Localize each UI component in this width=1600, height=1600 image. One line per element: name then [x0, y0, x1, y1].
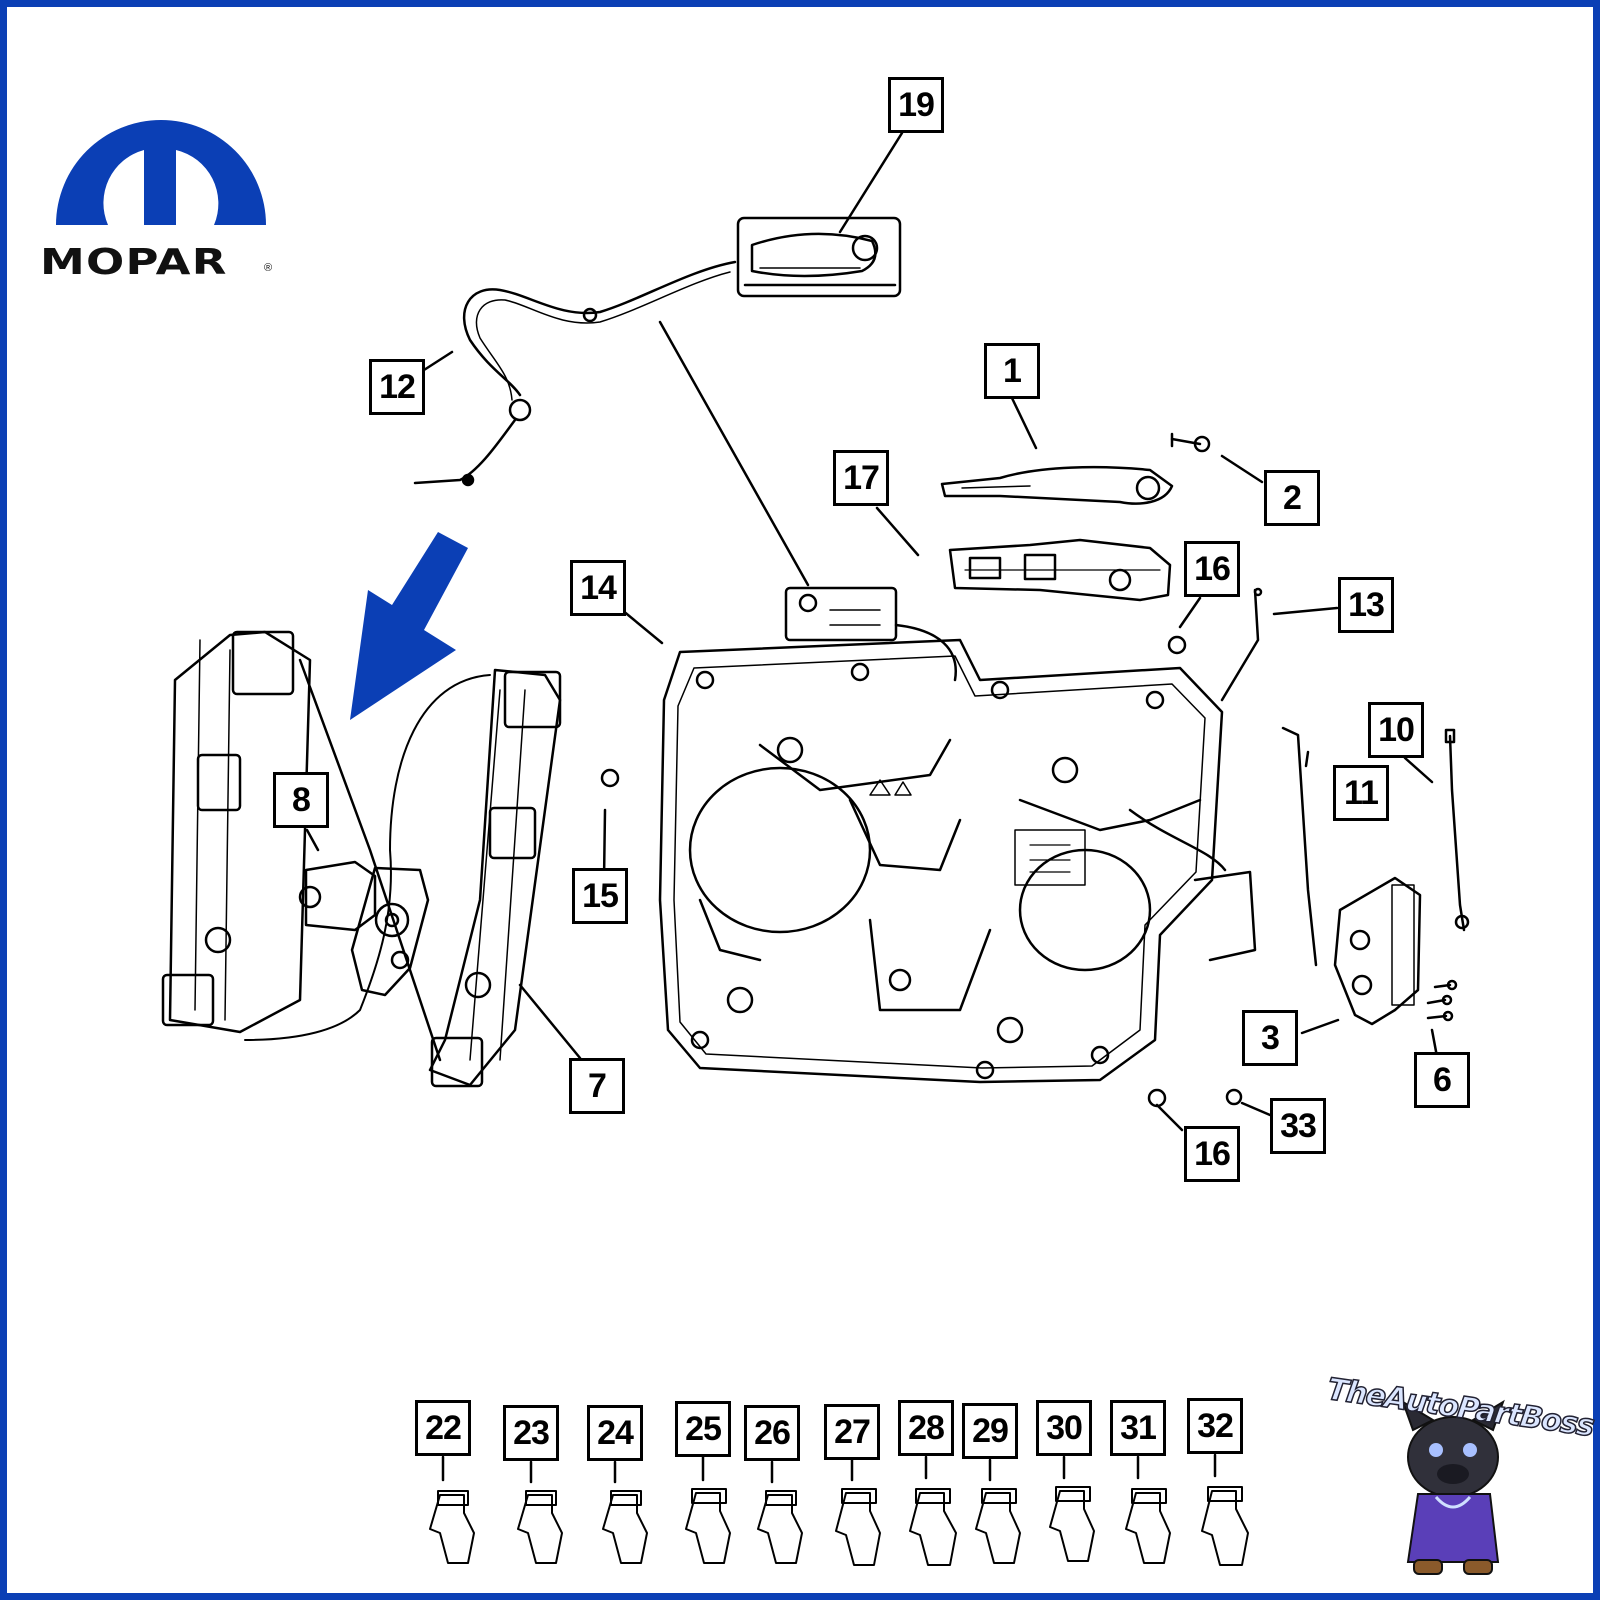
interior-door-handle [736, 216, 902, 298]
callout-30: 30 [1036, 1400, 1092, 1456]
callout-26: 26 [744, 1405, 800, 1461]
callout-17: 17 [833, 450, 889, 506]
window-motor [298, 860, 430, 997]
highlight-arrow [350, 532, 468, 720]
callout-19: 19 [888, 77, 944, 133]
handle-cable [413, 260, 737, 487]
switch-module [784, 586, 957, 682]
latch-rod [1444, 728, 1470, 932]
callout-23: 23 [503, 1405, 559, 1461]
callout-6: 6 [1414, 1052, 1470, 1108]
brand-wordmark: MOPAR [40, 242, 228, 283]
leader-lines [305, 131, 1440, 1484]
callout-10: 10 [1368, 702, 1424, 758]
link-rod [1281, 726, 1318, 967]
mopar-logo [56, 120, 266, 225]
latch-screws [1426, 979, 1458, 1022]
callout-32: 32 [1187, 1398, 1243, 1454]
callout-14: 14 [570, 560, 626, 616]
door-latch [1333, 876, 1422, 1026]
nut-16-upper [1167, 635, 1187, 655]
nut-33 [1225, 1088, 1243, 1106]
callout-2: 2 [1264, 470, 1320, 526]
callout-1: 1 [984, 343, 1040, 399]
callout-24: 24 [587, 1405, 643, 1461]
callout-33: 33 [1270, 1098, 1326, 1154]
nut-15 [600, 768, 620, 788]
callout-12: 12 [369, 359, 425, 415]
watermark-mascot [1401, 1399, 1505, 1575]
callout-15: 15 [572, 868, 628, 924]
registered-mark: ® [264, 262, 273, 274]
door-module-panel [658, 638, 1257, 1084]
callout-29: 29 [962, 1403, 1018, 1459]
exterior-door-handle [940, 465, 1174, 505]
callout-31: 31 [1110, 1400, 1166, 1456]
nut-16-lower [1147, 1088, 1167, 1108]
handle-bracket [948, 538, 1172, 602]
callout-11: 11 [1333, 765, 1389, 821]
callout-27: 27 [824, 1404, 880, 1460]
callout-16-lower: 16 [1184, 1126, 1240, 1182]
window-regulator [161, 630, 562, 1088]
callout-16-upper: 16 [1184, 541, 1240, 597]
trim-clips [429, 1486, 1249, 1566]
callout-7: 7 [569, 1058, 625, 1114]
callout-22: 22 [415, 1400, 471, 1456]
callout-13: 13 [1338, 577, 1394, 633]
callout-3: 3 [1242, 1010, 1298, 1066]
lock-rod [1220, 587, 1263, 702]
callout-28: 28 [898, 1400, 954, 1456]
handle-screw [1170, 432, 1211, 453]
callout-25: 25 [675, 1401, 731, 1457]
callout-8: 8 [273, 772, 329, 828]
